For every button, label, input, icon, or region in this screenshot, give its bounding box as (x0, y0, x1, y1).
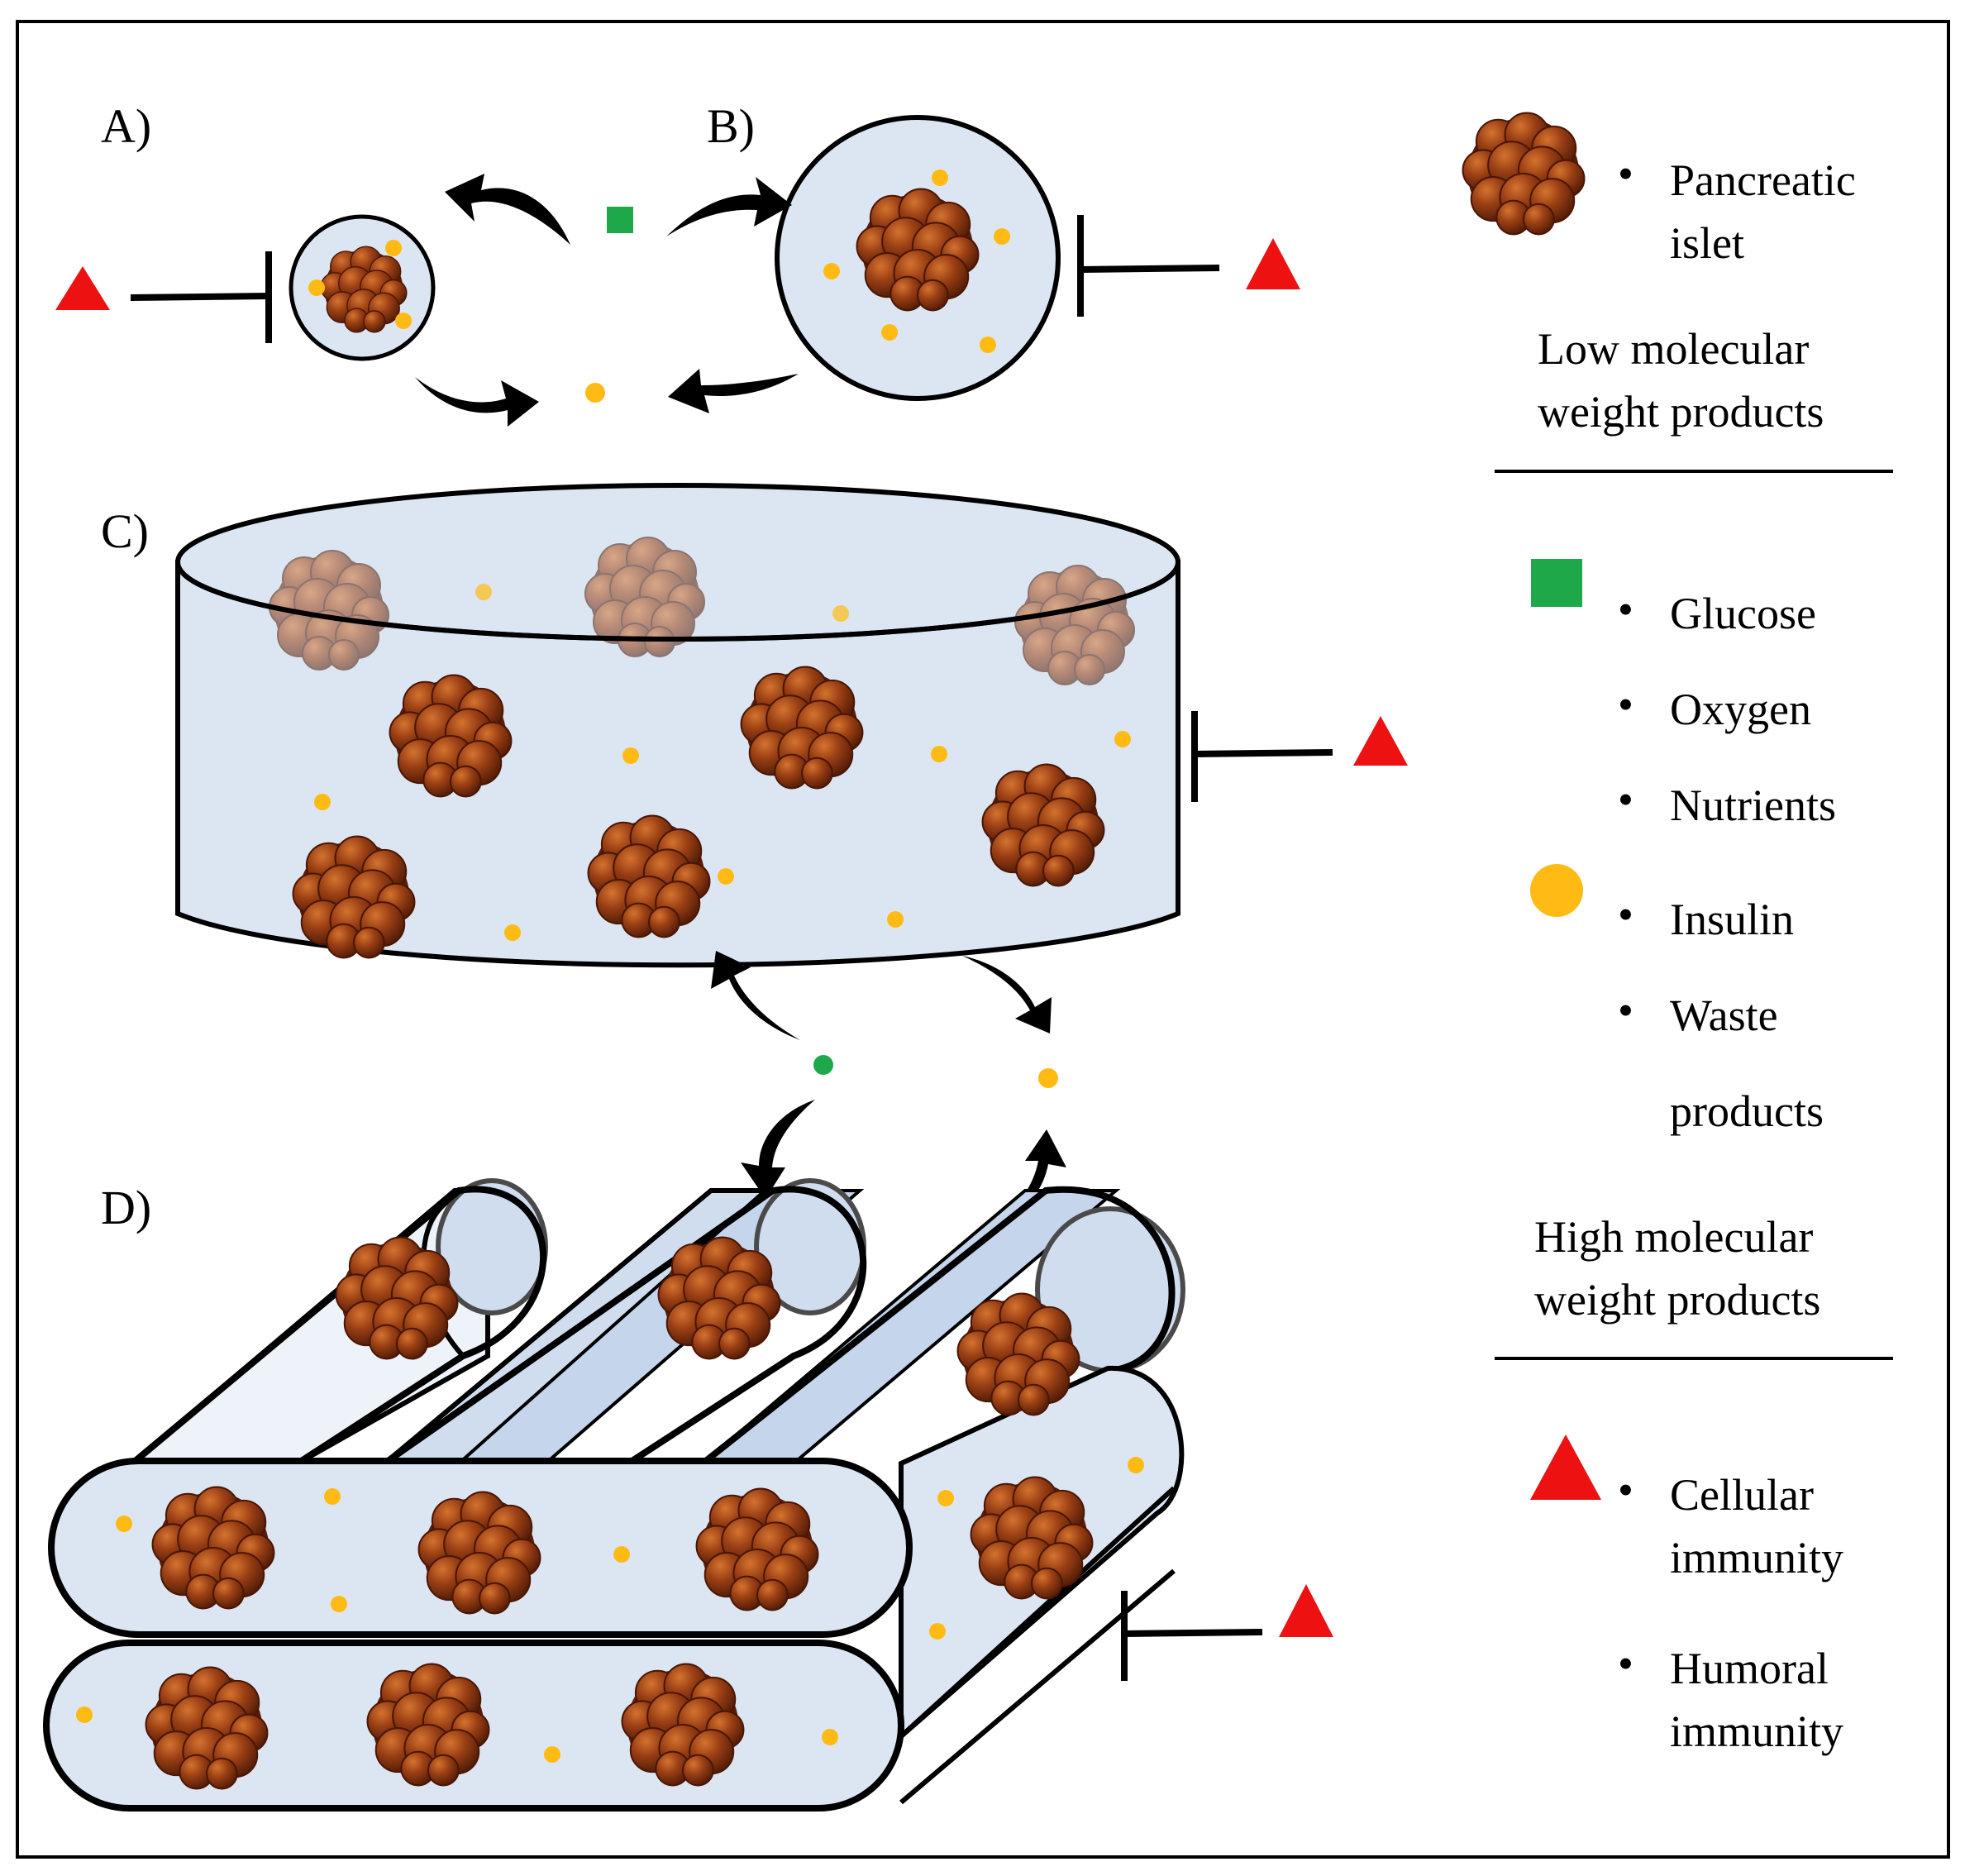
arrow-d-to-insulin-icon (990, 1129, 1066, 1225)
arrow-glucose-to-d-icon (741, 1100, 815, 1199)
panel-label-d: D) (101, 1181, 151, 1234)
svg-text:•: • (1618, 1639, 1634, 1688)
legend-islet-line2: islet (1670, 218, 1744, 268)
arrow-to-b-icon (666, 177, 792, 236)
legend-humoral: Humoral (1670, 1644, 1829, 1693)
panel-label-b: B) (707, 99, 755, 153)
panel-label-a: A) (101, 99, 151, 153)
immune-triangle-icon (1530, 1434, 1601, 1500)
insulin-dot-icon (585, 383, 605, 403)
glucose-square-icon (607, 207, 633, 233)
svg-text:•: • (1618, 585, 1634, 634)
panel-c-immune-block (1191, 711, 1408, 802)
legend-bullet: • (1618, 149, 1634, 198)
legend-cellular-2: immunity (1670, 1533, 1843, 1582)
immune-triangle-icon (1353, 716, 1408, 766)
arrow-to-a-icon (445, 174, 570, 245)
arrow-glucose-to-c-icon (711, 951, 800, 1040)
immune-triangle-icon (55, 266, 110, 310)
legend-low-heading-line2: weight products (1538, 387, 1824, 437)
immune-triangle-icon (1279, 1584, 1333, 1637)
figure-frame (16, 20, 1950, 1859)
svg-text:•: • (1618, 890, 1634, 939)
legend-low-heading-line1: Low molecular (1538, 324, 1809, 374)
glucose-square-icon (1531, 559, 1582, 607)
panel-label-c: C) (101, 504, 149, 558)
svg-text:•: • (1618, 1465, 1634, 1515)
exchange-arrows-ab (415, 174, 799, 427)
legend-oxygen: Oxygen (1670, 685, 1811, 734)
insulin-dot-icon (1038, 1068, 1058, 1088)
exchange-arrows-cd (711, 951, 1066, 1225)
arrow-c-to-insulin-icon (962, 956, 1052, 1033)
svg-text:•: • (1618, 775, 1634, 824)
arrow-from-a-icon (415, 377, 539, 427)
svg-text:•: • (1618, 986, 1634, 1035)
panel-b-microcapsule (775, 115, 1061, 401)
legend-humoral-2: immunity (1670, 1707, 1843, 1756)
glucose-dot-icon (813, 1055, 833, 1075)
islet-icon (1462, 112, 1586, 236)
panel-a-microcapsule (289, 214, 436, 361)
immune-triangle-icon (1246, 238, 1300, 289)
legend-islet-line1: Pancreatic (1670, 155, 1856, 205)
svg-text:•: • (1618, 680, 1634, 729)
arrow-from-b-icon (668, 369, 799, 413)
legend-waste: Waste (1670, 991, 1778, 1040)
panel-a-immune-block (55, 251, 272, 343)
insulin-circle-icon (1530, 864, 1583, 917)
legend: • Pancreatic islet Low molecular weight … (1462, 112, 1893, 1756)
legend-insulin: Insulin (1670, 895, 1794, 944)
legend-waste-2: products (1670, 1086, 1824, 1136)
legend-nutrients: Nutrients (1670, 780, 1836, 830)
legend-high-heading-line2: weight products (1534, 1275, 1820, 1325)
panel-b-immune-block (1077, 215, 1300, 317)
legend-glucose: Glucose (1670, 589, 1816, 638)
panel-d-fiber-bundle (43, 1178, 1185, 1812)
legend-cellular: Cellular (1670, 1470, 1814, 1520)
panel-c-macrocapsule (175, 483, 1180, 968)
panel-d-immune-block (1121, 1584, 1333, 1681)
legend-high-heading-line1: High molecular (1534, 1212, 1813, 1262)
